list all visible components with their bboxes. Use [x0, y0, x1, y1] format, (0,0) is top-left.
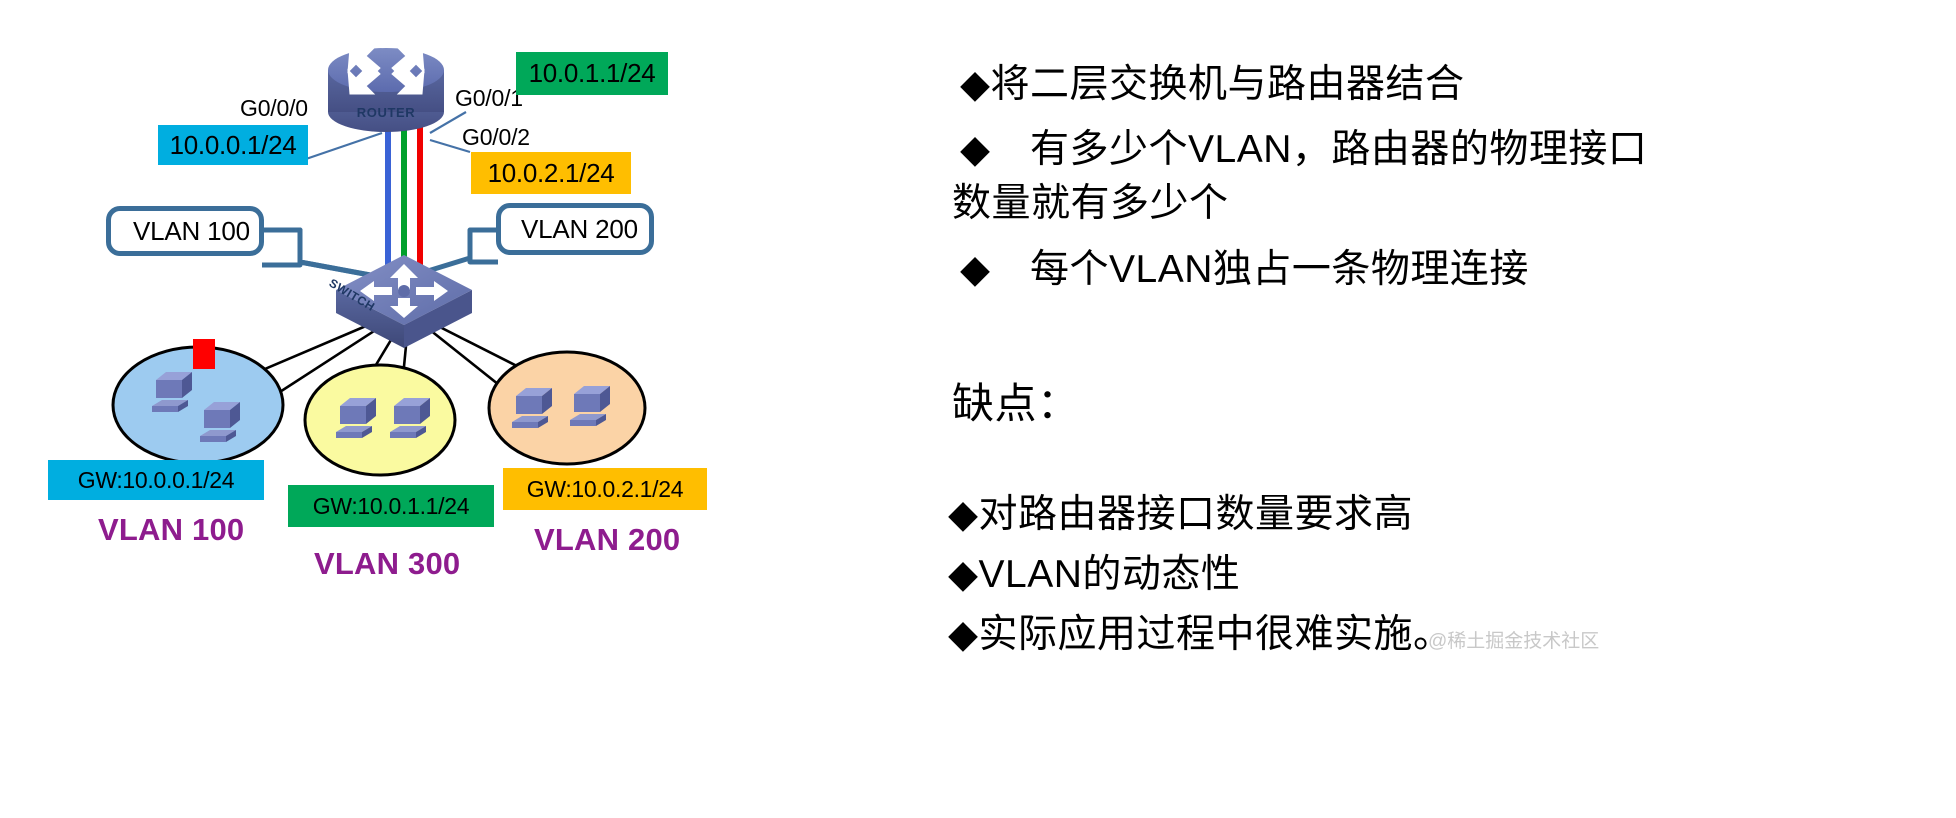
host-icon	[152, 372, 192, 412]
port-label-g0-0-0: G0/0/0	[240, 95, 308, 121]
callout-vlan-100: VLAN 100	[106, 206, 264, 256]
port-label-g0-0-2: G0/0/2	[462, 124, 530, 150]
interface-ip-chip-g0-0-2: 10.0.2.1/24	[471, 152, 631, 194]
host-icon	[336, 398, 376, 438]
note-advantage-3: 数量就有多少个	[952, 182, 1229, 225]
note-drawback-2: ◆VLAN的动态性	[948, 553, 1241, 596]
router-icon	[328, 47, 444, 132]
vlan-title-200: VLAN 200	[534, 522, 681, 557]
interface-ip-chip-g0-0-1: 10.0.1.1/24	[516, 52, 668, 95]
host-icon	[390, 398, 430, 438]
network-topology-diagram: ROUTER SWITCH G0/0/0 G0/0/1 G0/0/2 10.0.…	[0, 0, 930, 818]
vlan-group-ellipse-200	[487, 350, 647, 466]
vlan-group-ellipse-100	[111, 345, 285, 465]
callout-vlan-100-label: VLAN 100	[133, 215, 250, 246]
callout-vlan-200-label: VLAN 200	[521, 213, 638, 244]
note-drawbacks-heading: 缺点：	[952, 380, 1080, 427]
port-leader-lines	[302, 111, 471, 162]
host-icon	[512, 388, 552, 428]
note-drawback-3: ◆实际应用过程中很难实施。	[948, 613, 1453, 656]
highlight-square	[193, 339, 215, 369]
port-label-g0-0-1: G0/0/1	[455, 85, 523, 111]
note-advantage-2: ◆ 有多少个VLAN，路由器的物理接口	[960, 128, 1648, 171]
router-label: ROUTER	[356, 105, 416, 120]
gateway-chip-vlan-100: GW:10.0.0.1/24	[48, 460, 264, 500]
topology-vector-layer	[111, 47, 647, 477]
vlan-title-300: VLAN 300	[314, 546, 461, 581]
gateway-chip-vlan-300: GW:10.0.1.1/24	[288, 485, 494, 527]
note-drawback-1: ◆对路由器接口数量要求高	[948, 493, 1413, 536]
host-icon	[200, 402, 240, 442]
watermark: @稀土掘金技术社区	[1428, 631, 1600, 652]
notes-panel: ◆将二层交换机与路由器结合 ◆ 有多少个VLAN，路由器的物理接口 数量就有多少…	[930, 0, 1956, 818]
vlan-title-100: VLAN 100	[98, 512, 245, 547]
trunk-cables	[385, 118, 423, 280]
interface-ip-chip-g0-0-0: 10.0.0.1/24	[158, 125, 308, 165]
vlan-group-ellipse-300	[303, 363, 457, 477]
callout-tails	[262, 227, 498, 279]
note-advantage-1: ◆将二层交换机与路由器结合	[960, 63, 1465, 106]
note-advantage-4: ◆ 每个VLAN独占一条物理连接	[960, 248, 1529, 291]
gateway-chip-vlan-200: GW:10.0.2.1/24	[503, 468, 707, 510]
host-icon	[570, 386, 610, 426]
callout-vlan-200: VLAN 200	[496, 203, 654, 255]
